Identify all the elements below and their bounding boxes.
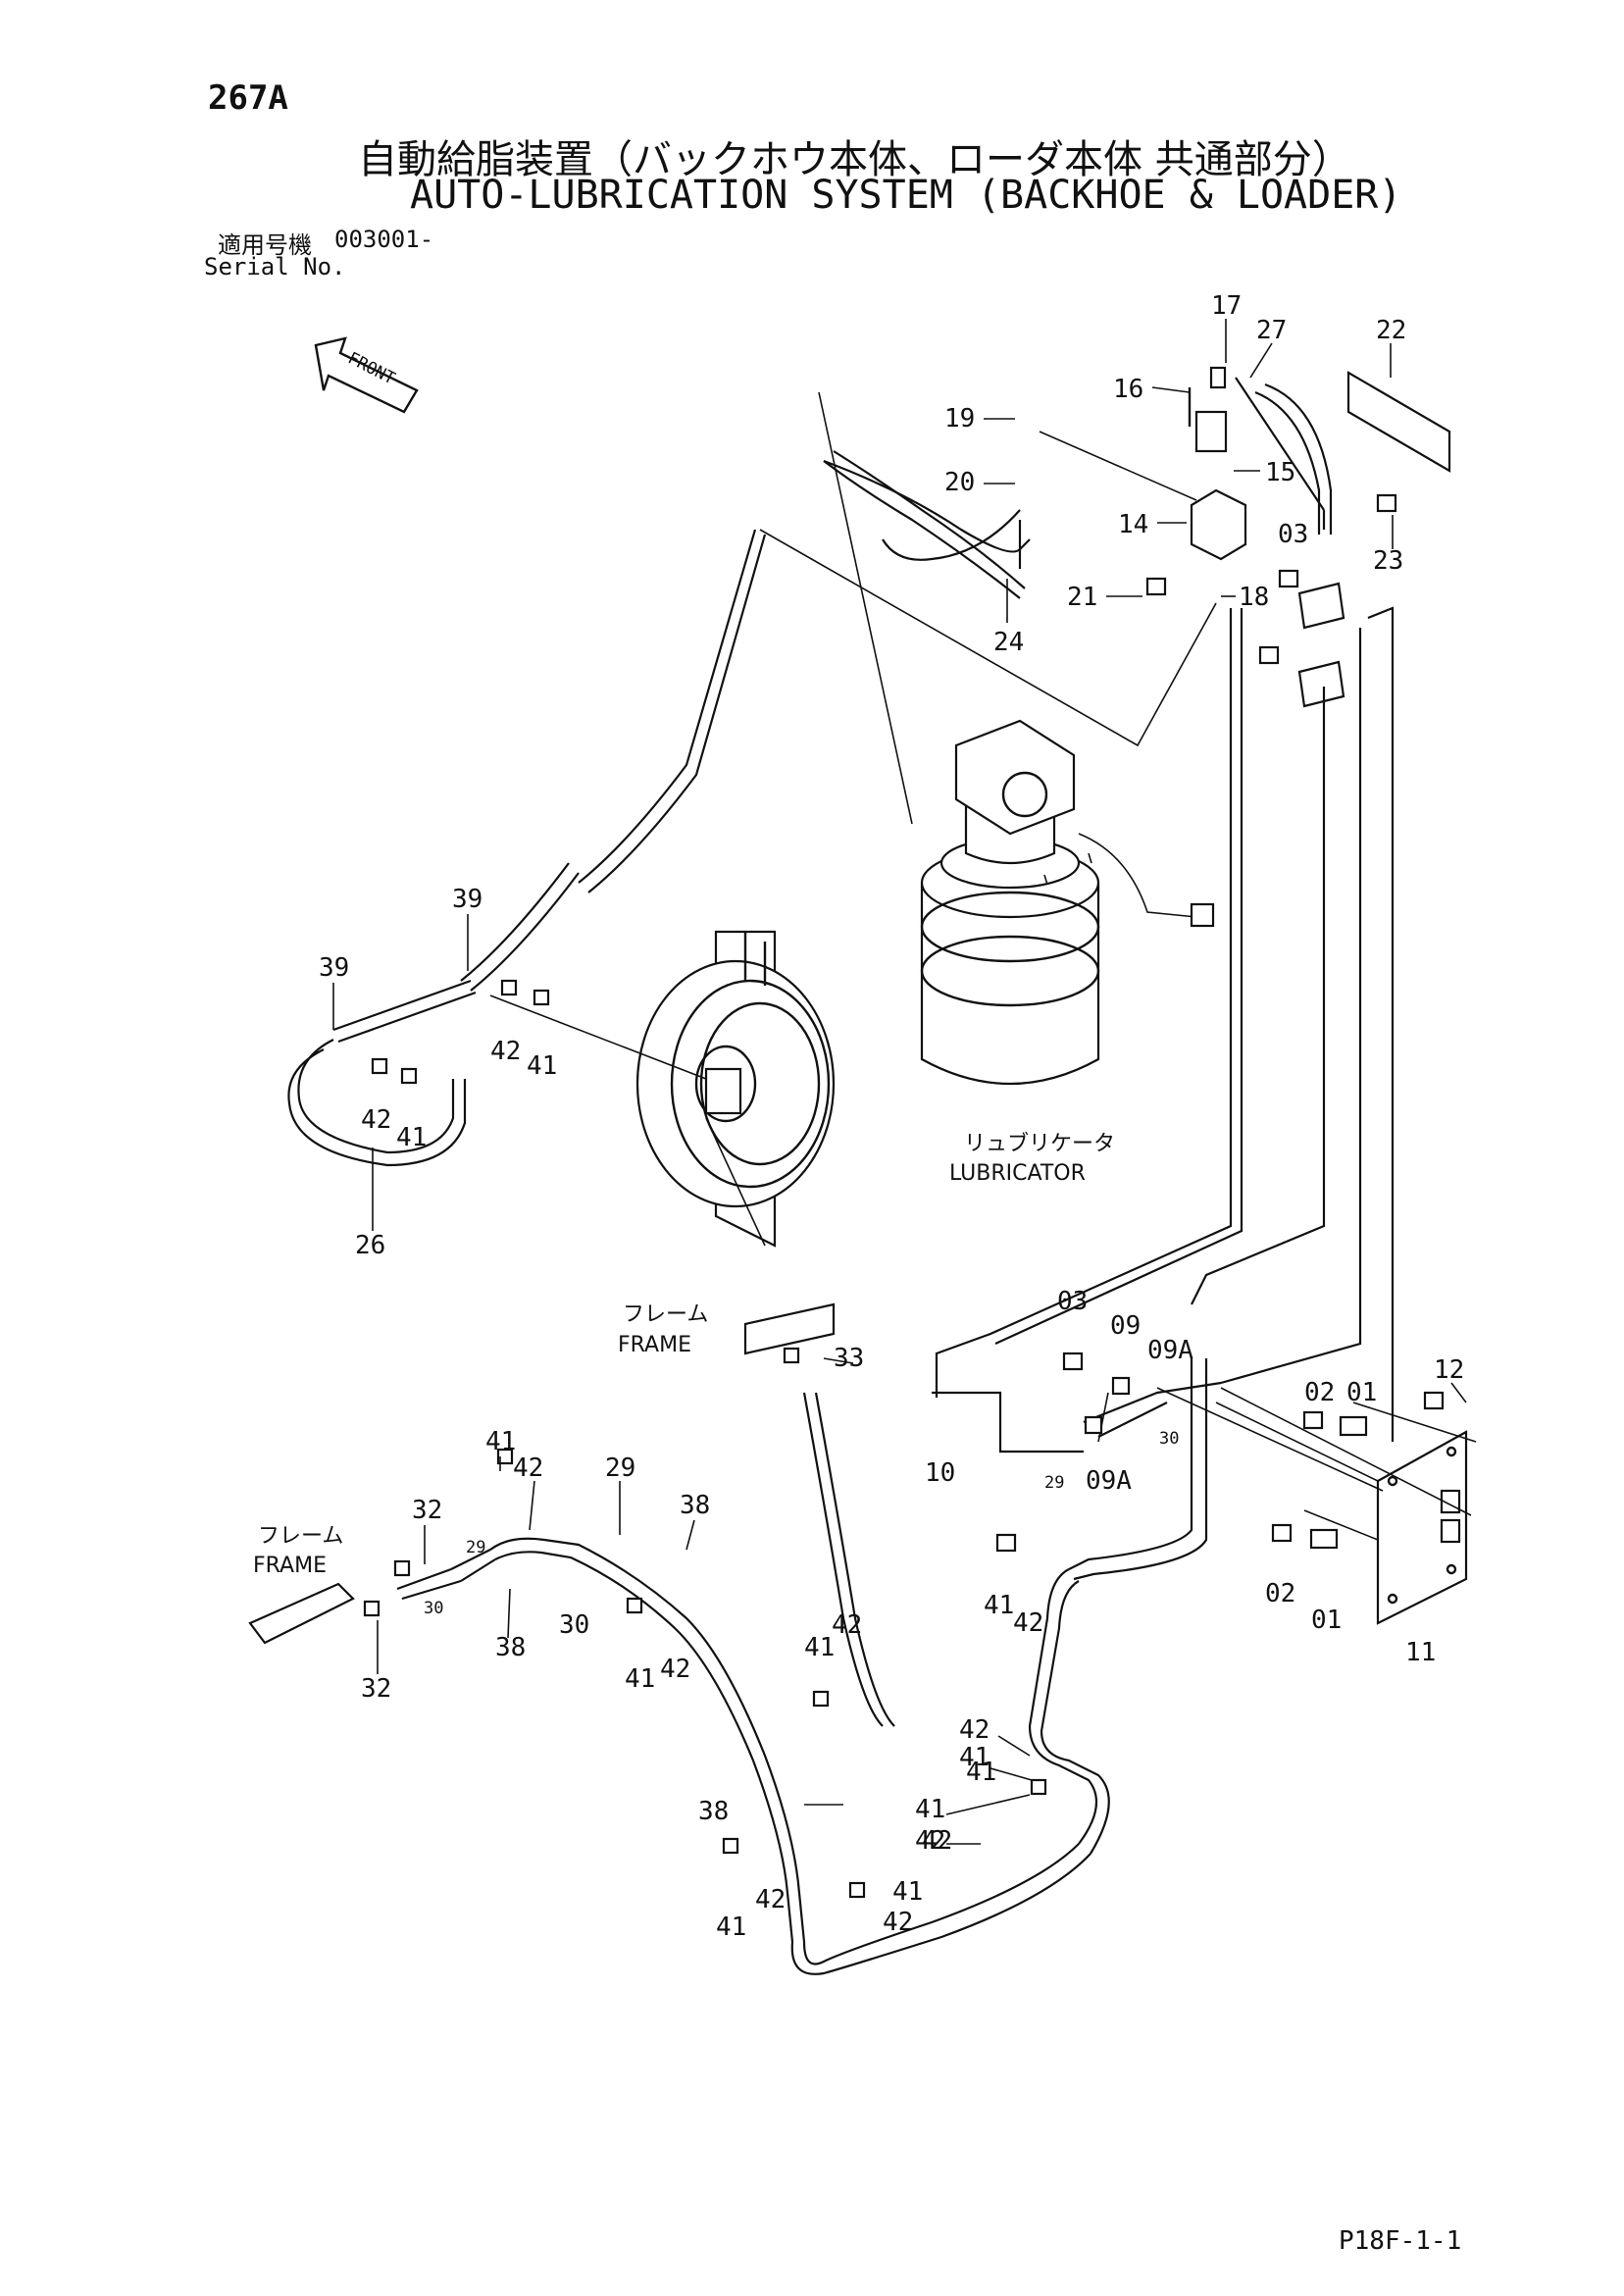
- page-number: 267A: [208, 78, 288, 118]
- callout: 09A: [1086, 1466, 1132, 1496]
- callout: 17: [1211, 291, 1242, 321]
- callout: 20: [944, 468, 975, 497]
- hose-reel: [635, 930, 836, 1248]
- callout: 10: [925, 1458, 955, 1488]
- callout: 42: [755, 1885, 786, 1914]
- frame-caption-en-1: FRAME: [618, 1333, 691, 1357]
- callout: 42: [513, 1454, 543, 1483]
- junction-blocks: [1297, 582, 1345, 708]
- callout: 16: [1113, 375, 1143, 404]
- front-arrow-label: FRONT: [344, 348, 398, 388]
- callout: 41: [804, 1633, 835, 1662]
- callout: 22: [1376, 316, 1406, 345]
- callout: 26: [355, 1231, 385, 1260]
- callout: 03: [1278, 520, 1308, 549]
- callout: 27: [1256, 316, 1287, 345]
- frame-caption-en-2: FRAME: [253, 1554, 327, 1578]
- callout: 41: [716, 1913, 746, 1942]
- serial-label-japanese: 適用号機: [218, 231, 312, 259]
- title-japanese: 自動給脂装置（バックホウ本体、ローダ本体 共通部分）: [358, 137, 1351, 182]
- callout: 19: [944, 404, 975, 434]
- callout: 42: [361, 1105, 391, 1135]
- callout: 14: [1118, 510, 1148, 539]
- callout: 03: [1057, 1287, 1088, 1316]
- callout: 09A: [1147, 1336, 1193, 1365]
- callout: 41: [892, 1877, 923, 1907]
- callout: 41: [984, 1591, 1014, 1620]
- callout: 24: [993, 628, 1024, 657]
- title-english: AUTO-LUBRICATION SYSTEM (BACKHOE & LOADE…: [410, 173, 1402, 218]
- callout: 41: [915, 1795, 945, 1824]
- callout: 41: [396, 1123, 427, 1152]
- callout: 23: [1373, 546, 1403, 576]
- callout: 33: [834, 1344, 864, 1373]
- callout: 38: [698, 1797, 729, 1826]
- callout: 01: [1346, 1378, 1377, 1407]
- callout: 41: [625, 1664, 655, 1694]
- serial-label-english: Serial No.: [204, 253, 346, 281]
- callout: 41: [966, 1758, 996, 1787]
- bracket-22: [1346, 371, 1451, 473]
- frame-caption-jp-2: フレーム: [258, 1524, 343, 1549]
- callout: 38: [680, 1491, 710, 1520]
- serial-value: 003001-: [334, 226, 434, 253]
- callout: 02: [1304, 1378, 1335, 1407]
- callout: 41: [485, 1427, 516, 1456]
- callout: 12: [1434, 1355, 1464, 1385]
- frame-bracket: [248, 1582, 355, 1645]
- frame-block: [743, 1302, 836, 1355]
- callouts: 17 27 22 16 19 15 20 14 23 03 21 18 24 3…: [319, 291, 1464, 1942]
- callout: 30: [424, 1599, 443, 1618]
- callout: 42: [883, 1908, 913, 1937]
- callout: 18: [1239, 583, 1269, 612]
- callout: 02: [1265, 1579, 1295, 1608]
- callout: 42: [490, 1037, 521, 1066]
- callout: 15: [1265, 458, 1295, 487]
- callout: 30: [1159, 1429, 1179, 1449]
- callout: 32: [412, 1496, 442, 1525]
- callout: 39: [319, 953, 349, 983]
- front-arrow: FRONT: [314, 336, 419, 414]
- callout: 41: [959, 1743, 990, 1772]
- callout: 42: [1013, 1608, 1043, 1638]
- lubricator-pump: [920, 719, 1215, 1085]
- callout: 32: [361, 1674, 391, 1704]
- callout: 42: [832, 1610, 862, 1640]
- callout: 42: [959, 1715, 990, 1745]
- sheet-code: P18F-1-1: [1339, 2226, 1462, 2256]
- callout: 42: [915, 1826, 945, 1856]
- callout: 39: [452, 885, 482, 914]
- valve-block: [1188, 366, 1247, 561]
- callout: 09: [1110, 1311, 1141, 1341]
- callout: 01: [1311, 1606, 1342, 1635]
- frame-caption-jp-1: フレーム: [623, 1302, 708, 1327]
- callout: 29: [466, 1538, 485, 1557]
- lubricator-caption-en: LUBRICATOR: [949, 1161, 1086, 1186]
- callout: 11: [1405, 1638, 1436, 1667]
- callout: 21: [1067, 583, 1097, 612]
- callout: 38: [495, 1633, 526, 1662]
- callout: 29: [1044, 1473, 1064, 1493]
- reference-lines: [489, 391, 1477, 1541]
- callout: 29: [605, 1454, 635, 1483]
- callout: 42: [922, 1826, 952, 1856]
- mounting-plate: [1376, 1430, 1468, 1625]
- hose-lines: [287, 377, 1395, 1975]
- callout: 42: [660, 1655, 690, 1684]
- leader-lines: [332, 319, 1467, 1845]
- callout: 30: [559, 1610, 589, 1640]
- callout: 41: [527, 1051, 557, 1081]
- fasteners: [363, 493, 1445, 1899]
- lubricator-caption-jp: リュブリケータ: [964, 1132, 1115, 1156]
